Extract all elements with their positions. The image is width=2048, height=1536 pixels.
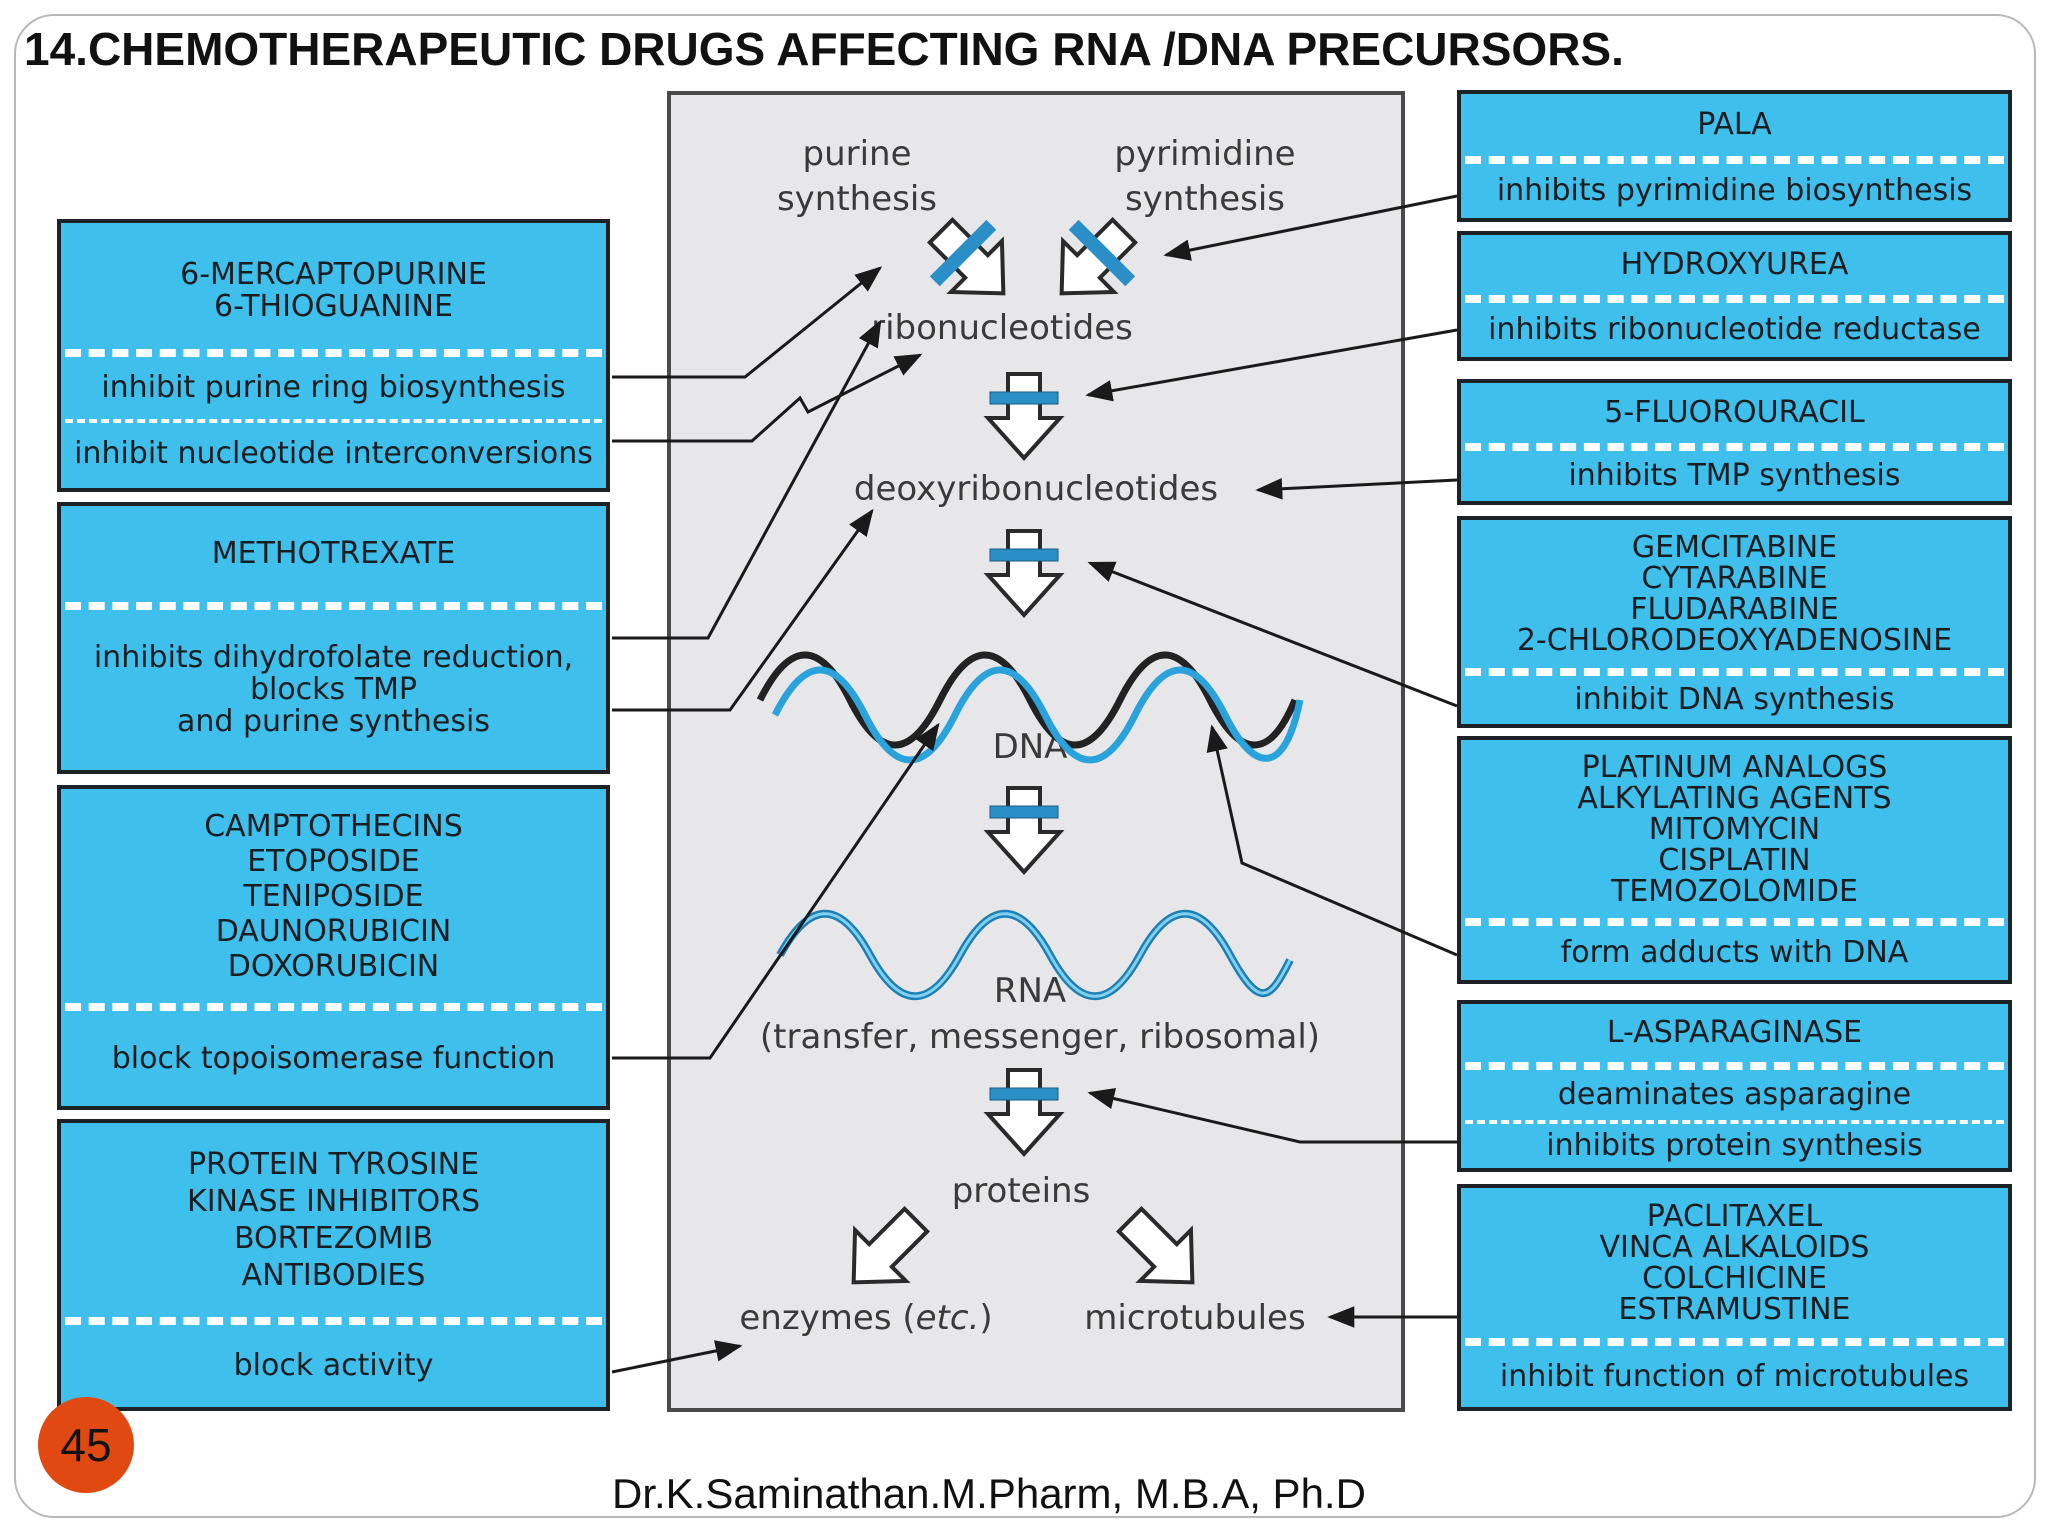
- drug-name: KINASE INHIBITORS: [187, 1184, 480, 1219]
- box-paclitaxel: PACLITAXEL VINCA ALKALOIDS COLCHICINE ES…: [1457, 1184, 2012, 1411]
- drug-name: PACLITAXEL: [1646, 1199, 1823, 1234]
- drug-action: block topoisomerase function: [111, 1040, 556, 1076]
- drug-action: inhibits ribonucleotide reductase: [1488, 312, 1981, 347]
- drug-name: ESTRAMUSTINE: [1618, 1292, 1851, 1327]
- drug-name: ETOPOSIDE: [247, 843, 420, 879]
- drug-name: HYDROXYUREA: [1620, 247, 1849, 282]
- drug-name: 6-MERCAPTOPURINE: [180, 257, 487, 292]
- drug-action: inhibits dihydrofolate reduction,: [93, 640, 574, 675]
- drug-name: CAMPTOTHECINS: [204, 808, 463, 844]
- drug-action: inhibit nucleotide interconversions: [74, 436, 593, 471]
- box-kinase-inhibitors: PROTEIN TYROSINE KINASE INHIBITORS BORTE…: [57, 1119, 610, 1411]
- drug-action: inhibits protein synthesis: [1546, 1128, 1923, 1163]
- drug-name: 6-THIOGUANINE: [214, 289, 453, 324]
- drug-name: L-ASPARAGINASE: [1606, 1015, 1863, 1050]
- drug-name: CISPLATIN: [1658, 842, 1811, 878]
- drug-name: DOXORUBICIN: [227, 948, 440, 984]
- drug-action: inhibit function of microtubules: [1499, 1358, 1970, 1394]
- drug-name: VINCA ALKALOIDS: [1599, 1230, 1870, 1265]
- drug-name: PALA: [1697, 107, 1772, 142]
- slide-title: 14.CHEMOTHERAPEUTIC DRUGS AFFECTING RNA …: [24, 23, 1624, 75]
- drug-action: and purine synthesis: [177, 704, 490, 739]
- box-pala: PALA inhibits pyrimidine biosynthesis: [1457, 90, 2012, 222]
- page-number-badge: 45: [38, 1397, 134, 1493]
- drug-name: PROTEIN TYROSINE: [187, 1147, 480, 1182]
- drug-name: 5-FLUOROURACIL: [1604, 395, 1865, 430]
- drug-name: COLCHICINE: [1642, 1261, 1827, 1296]
- box-asparaginase: L-ASPARAGINASE deaminates asparagine inh…: [1457, 1000, 2012, 1172]
- drug-name: METHOTREXATE: [211, 536, 456, 571]
- drug-name: 2-CHLORODEOXYADENOSINE: [1516, 623, 1953, 658]
- drug-action: block activity: [233, 1348, 434, 1383]
- pathway-panel: [667, 91, 1405, 1412]
- drug-action: inhibits TMP synthesis: [1568, 458, 1901, 493]
- drug-name: DAUNORUBICIN: [215, 913, 452, 949]
- footer-author: Dr.K.Saminathan.M.Pharm, M.B.A, Ph.D: [612, 1470, 1366, 1517]
- drug-name: GEMCITABINE: [1631, 530, 1838, 565]
- drug-name: CYTARABINE: [1641, 561, 1828, 596]
- slide-frame: [14, 14, 2036, 1518]
- box-methotrexate: METHOTREXATE inhibits dihydrofolate redu…: [57, 502, 610, 774]
- drug-action: blocks TMP: [249, 672, 418, 707]
- box-platinum-alkylating: PLATINUM ANALOGS ALKYLATING AGENTS MITOM…: [1457, 736, 2012, 984]
- box-topoisomerase: CAMPTOTHECINS ETOPOSIDE TENIPOSIDE DAUNO…: [57, 785, 610, 1110]
- drug-action: inhibits pyrimidine biosynthesis: [1496, 173, 1973, 208]
- drug-action: inhibit purine ring biosynthesis: [101, 370, 566, 405]
- drug-name: ANTIBODIES: [241, 1258, 426, 1293]
- drug-name: TENIPOSIDE: [243, 878, 424, 914]
- box-fluorouracil: 5-FLUOROURACIL inhibits TMP synthesis: [1457, 379, 2012, 505]
- drug-name: FLUDARABINE: [1630, 592, 1839, 627]
- drug-name: PLATINUM ANALOGS: [1581, 749, 1888, 785]
- drug-name: TEMOZOLOMIDE: [1611, 873, 1858, 909]
- drug-action: deaminates asparagine: [1557, 1077, 1912, 1112]
- box-mercaptopurine: 6-MERCAPTOPURINE 6-THIOGUANINE inhibit p…: [57, 219, 610, 492]
- drug-name: MITOMYCIN: [1648, 811, 1821, 847]
- drug-name: BORTEZOMIB: [233, 1221, 434, 1256]
- box-hydroxyurea: HYDROXYUREA inhibits ribonucleotide redu…: [1457, 231, 2012, 361]
- box-gemcitabine: GEMCITABINE CYTARABINE FLUDARABINE 2-CHL…: [1457, 516, 2012, 728]
- drug-name: ALKYLATING AGENTS: [1577, 780, 1892, 816]
- drug-action: form adducts with DNA: [1560, 935, 1909, 970]
- drug-action: inhibit DNA synthesis: [1574, 682, 1895, 717]
